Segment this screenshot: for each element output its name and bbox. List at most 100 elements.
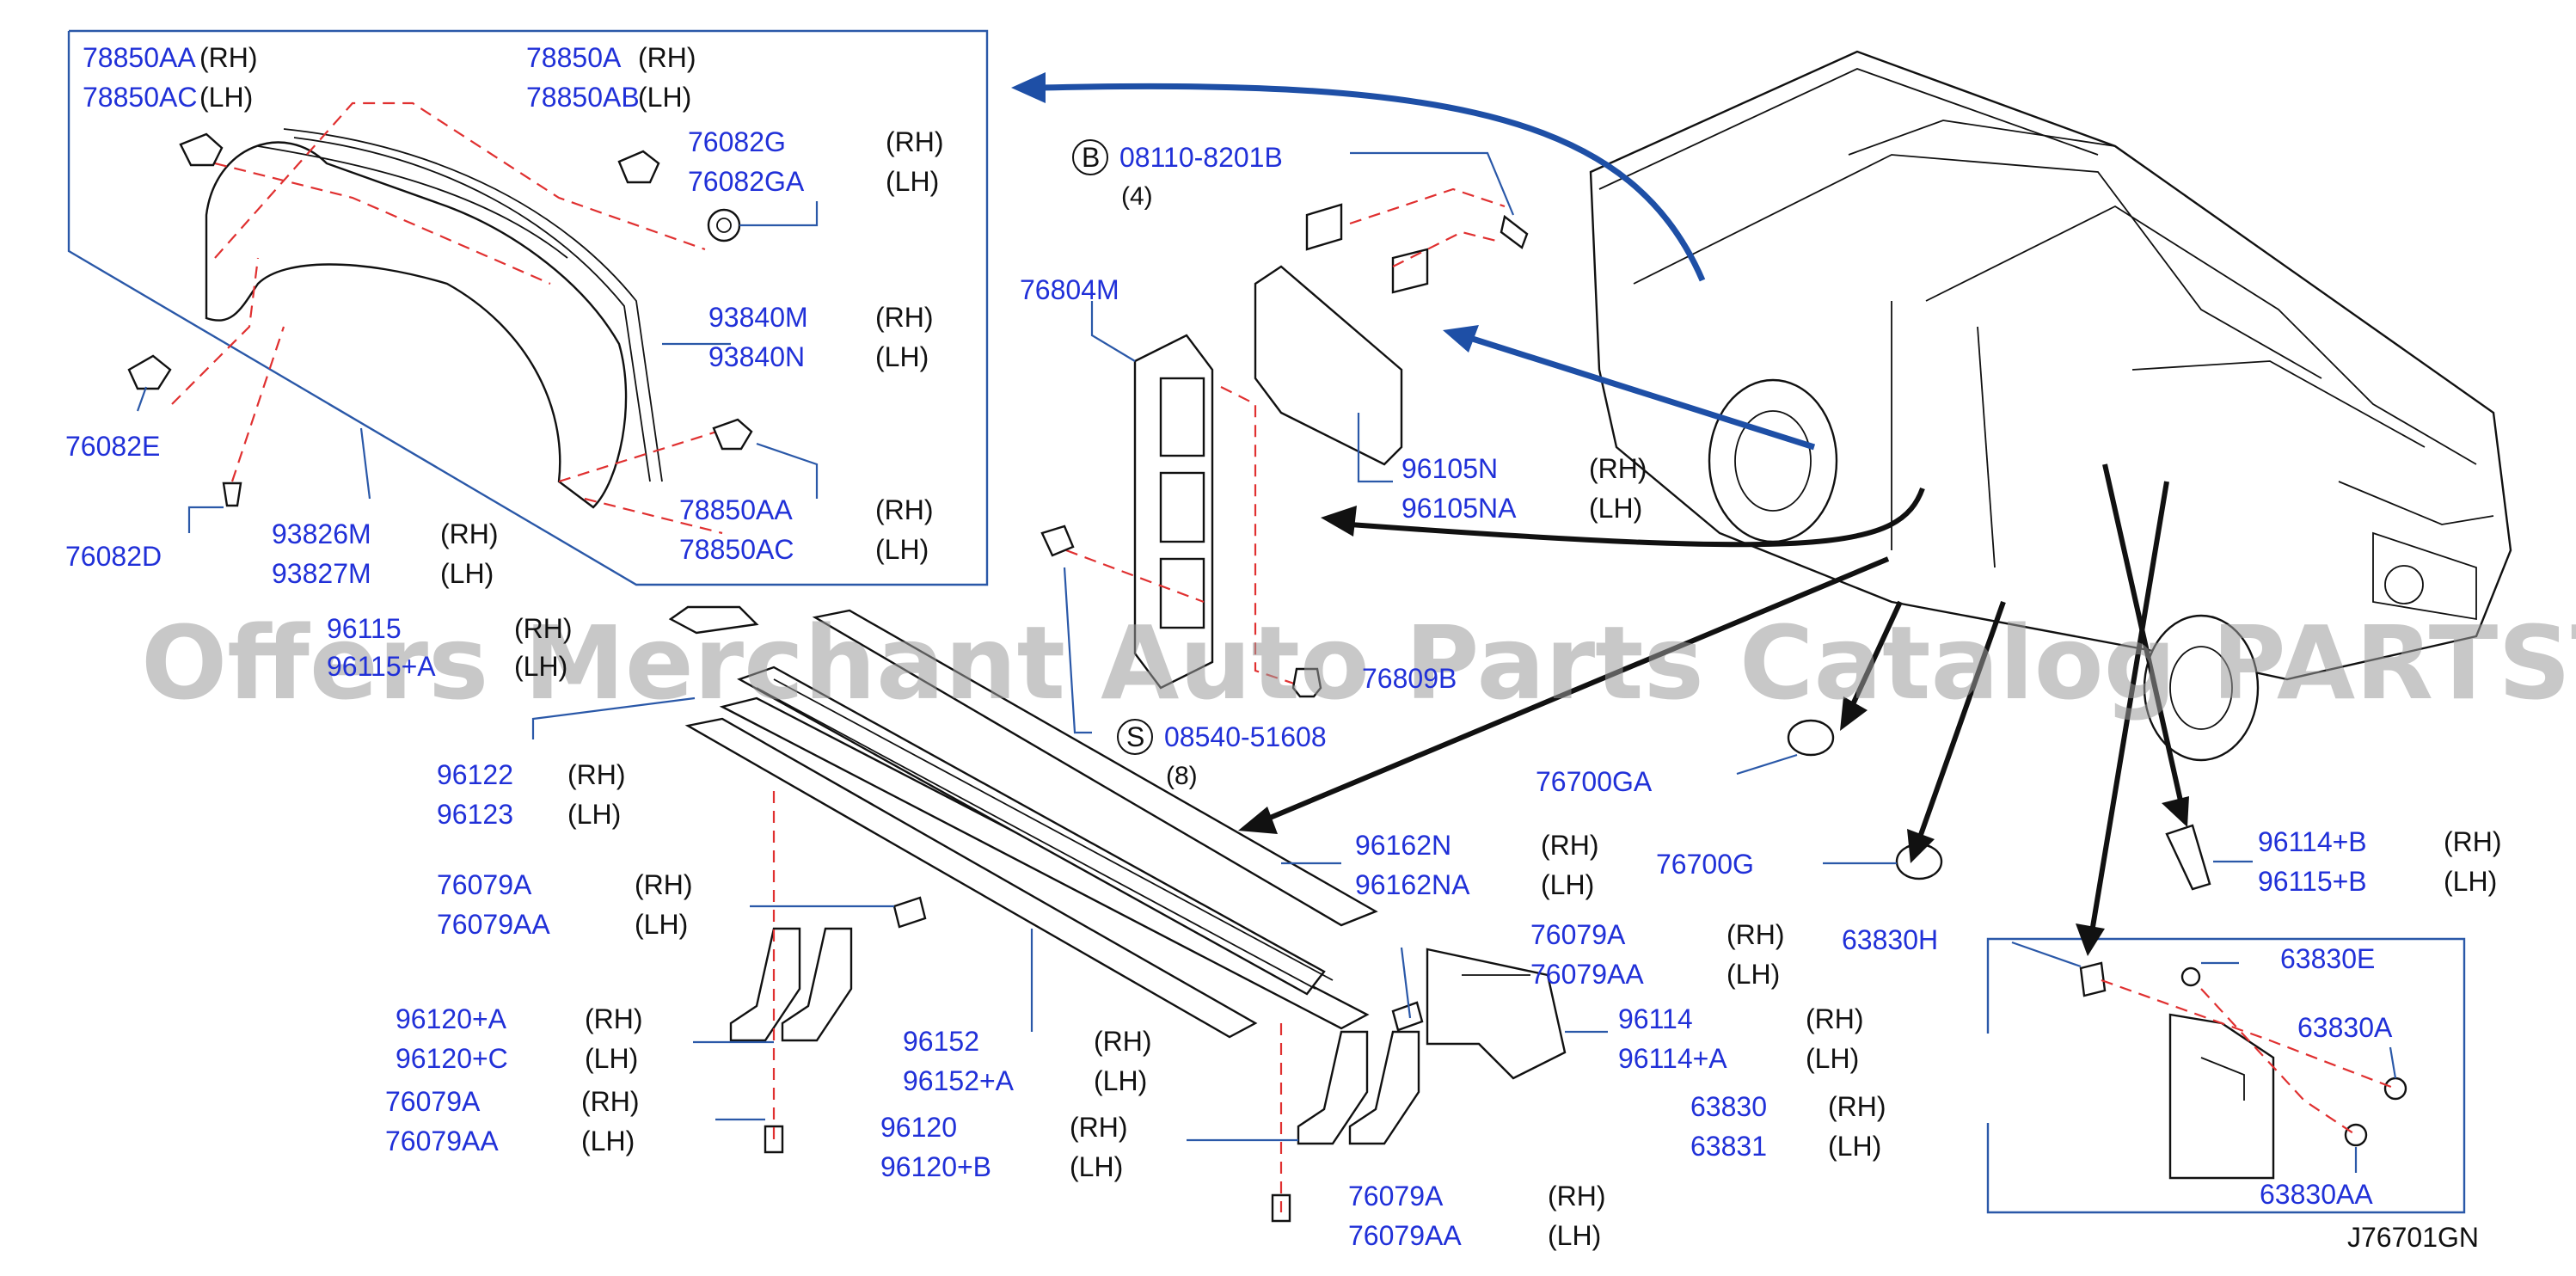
part-number-label[interactable]: 96105N [1401,453,1498,484]
part-number-label[interactable]: 96115+B [2258,866,2367,897]
part-number-label[interactable]: 76809B [1362,663,1457,694]
fender-flare-drawing [205,128,663,509]
side-label: (RH) [514,613,573,644]
side-label: (LH) [1094,1065,1147,1096]
part-number-label[interactable]: 96115 [327,613,402,644]
part-number-label[interactable]: 78850AB [526,82,640,113]
side-step-rails-drawing [668,605,1378,1039]
part-number-label[interactable]: 76079AA [385,1126,499,1156]
part-number-label[interactable]: 96120+B [880,1151,991,1182]
callout-badge-letter: B [1082,142,1100,173]
part-number-label[interactable]: 96123 [437,799,513,830]
part-number-label[interactable]: 76079A [1530,919,1626,950]
part-number-label[interactable]: 76079AA [1348,1220,1462,1251]
part-number-label[interactable]: 78850AA [83,42,196,73]
part-number-label[interactable]: 93827M [272,558,371,589]
side-label: (RH) [638,42,696,73]
part-number-label[interactable]: 76082D [65,541,162,572]
part-number-label[interactable]: 76082E [65,431,160,462]
side-label: (RH) [567,759,626,790]
part-number-label[interactable]: 96120+C [396,1043,508,1074]
side-label: (LH) [514,651,567,682]
part-number-label[interactable]: 96114 [1618,1003,1693,1034]
side-label: (LH) [1828,1131,1881,1162]
part-number-label[interactable]: 08110-8201B [1119,142,1283,173]
side-label: (LH) [635,909,688,940]
location-arrows-blue [1011,72,1816,451]
side-label: (RH) [2444,826,2502,857]
side-label: (LH) [1806,1043,1859,1074]
part-number-label[interactable]: 93840M [708,302,808,333]
rail-bracket-left-drawing [729,896,927,1154]
part-number-label[interactable]: 63830 [1690,1091,1767,1122]
mudflap-dash [2101,978,2396,1090]
side-label: (LH) [875,534,929,565]
side-label: (RH) [199,42,258,73]
part-number-label[interactable]: 76079A [437,869,532,900]
part-number-label[interactable]: 96122 [437,759,513,790]
quantity-label: (8) [1166,762,1198,790]
part-number-label[interactable]: 63830E [2280,943,2375,974]
part-number-label[interactable]: 96114+A [1618,1043,1727,1074]
bolt-08540-leader [1063,567,1092,734]
part-number-label[interactable]: 76079A [385,1086,481,1117]
part-number-label[interactable]: 78850A [526,42,622,73]
rail-leader-96122 [531,696,696,739]
side-label: (RH) [1589,453,1647,484]
side-label: (LH) [638,82,691,113]
fender-flare-group-box [67,29,989,586]
part-number-label[interactable]: 76079A [1348,1181,1444,1212]
part-number-label[interactable]: 96152+A [903,1065,1015,1096]
part-number-label[interactable]: 78850AA [679,494,793,525]
part-number-label[interactable]: 76700GA [1536,766,1653,797]
side-label: (LH) [1548,1220,1601,1251]
side-label: (LH) [875,341,929,372]
step-bracket-drawing [1133,334,1214,690]
part-number-label[interactable]: 78850AC [679,534,794,565]
mudflap-leader [2011,941,2082,968]
part-number-label[interactable]: 96120 [880,1112,957,1143]
part-number-label[interactable]: 08540-51608 [1164,721,1327,752]
part-number-label[interactable]: 78850AC [83,82,197,113]
right-bracket-leader-2 [1400,947,1412,1019]
callout-badge-circle [1072,139,1108,175]
part-number-label[interactable]: 76700G [1656,849,1754,880]
part-number-label[interactable]: 76082G [688,126,786,157]
part-number-label[interactable]: 93840N [708,341,805,372]
mudflap-drawing [2079,961,2407,1180]
side-label: (RH) [1548,1181,1606,1212]
mud-guard-leader [1350,151,1515,216]
part-number-label[interactable]: 76804M [1020,274,1119,305]
part-number-label[interactable]: 76082GA [688,166,805,197]
location-arrows-black [1238,463,2189,956]
part-number-label[interactable]: 96162N [1355,830,1451,861]
part-number-label[interactable]: 63830H [1842,924,1938,955]
part-number-label[interactable]: 63831 [1690,1131,1767,1162]
mud-guard-dash [1349,187,1506,225]
bolt-08540-icon [1040,525,1075,557]
mud-guard-leader-2 [1357,413,1393,483]
step-bracket-dash-2 [1065,549,1205,604]
part-number-label[interactable]: 96105NA [1401,493,1517,524]
side-label: (LH) [886,166,939,197]
part-number-label[interactable]: 96114+B [2258,826,2367,857]
trim-96114b-icon [2165,824,2211,891]
part-number-label[interactable]: 76079AA [1530,959,1644,990]
part-number-label[interactable]: 93826M [272,518,371,549]
part-number-label[interactable]: 96162NA [1355,869,1470,900]
callout-badge-letter: S [1126,721,1144,752]
rail-bracket-right-drawing [1271,1001,1424,1223]
mudflap-dash-2 [2200,988,2357,1136]
part-number-label[interactable]: 76079AA [437,909,550,940]
side-label: (RH) [1828,1091,1886,1122]
mudflap-group-box [1986,937,2466,1214]
mud-guard-dash-2 [1392,230,1497,267]
part-number-label[interactable]: 96120+A [396,1003,507,1034]
side-label: (RH) [440,518,499,549]
side-label: (LH) [1727,959,1780,990]
part-number-label[interactable]: 96152 [903,1026,979,1057]
pickup-truck-drawing [1589,50,2512,762]
part-number-label[interactable]: 96115+A [327,651,436,682]
part-number-label[interactable]: 63830AA [2260,1179,2373,1210]
part-number-label[interactable]: 63830A [2297,1012,2393,1043]
